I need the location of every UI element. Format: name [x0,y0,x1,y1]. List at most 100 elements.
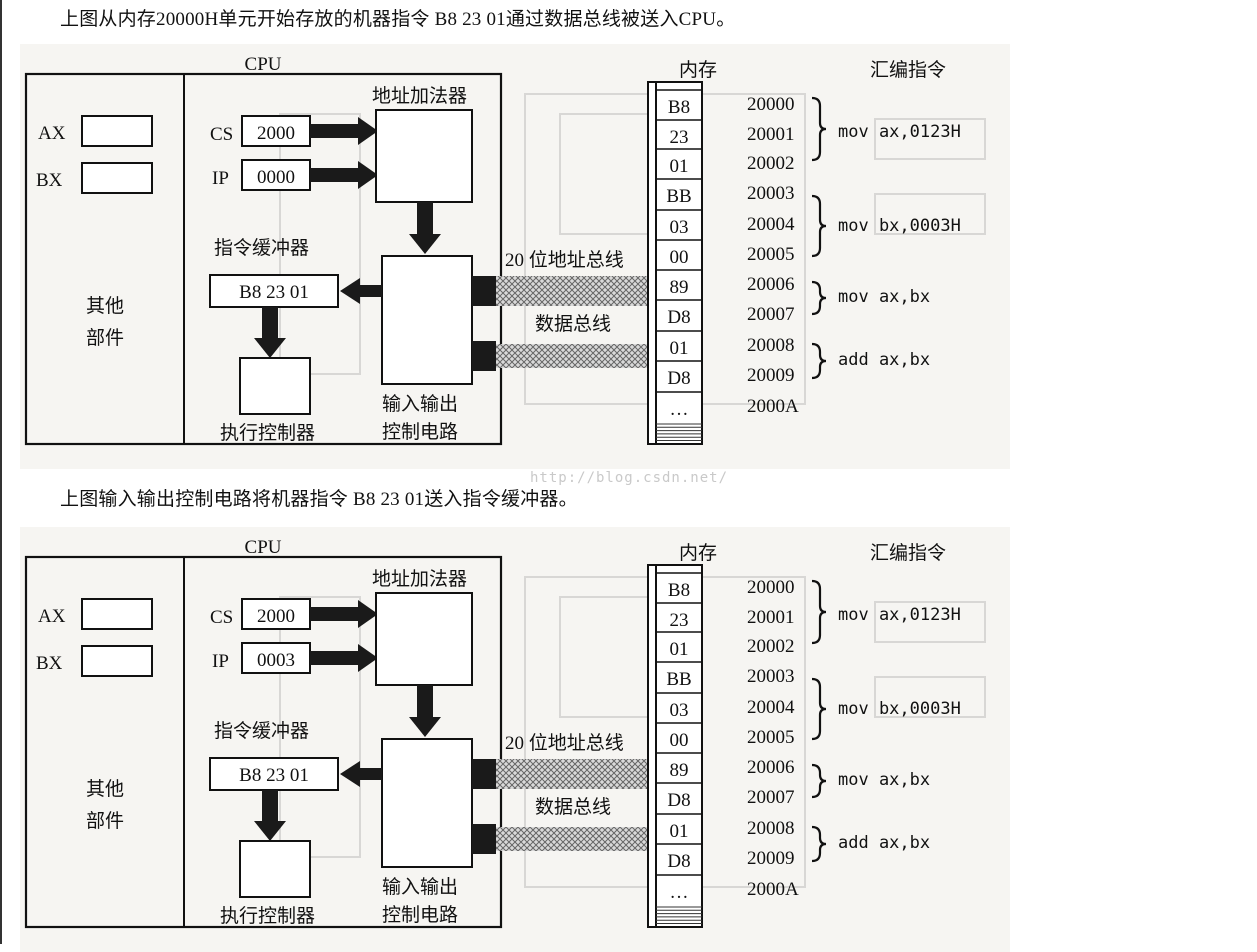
bx-register-box [81,162,153,194]
brace-instruction-4 [811,342,827,380]
address-adder-label: 地址加法器 [372,568,467,590]
memory-cell-value: 03 [670,700,689,721]
address-bus-connector [472,276,496,306]
memory-cell-value: BB [666,186,691,207]
cpu-frame [24,555,503,929]
buffer-down-arrow [254,790,286,841]
memory-column [655,81,703,445]
memory-address: 20006 [747,274,795,295]
asm-label: 汇编指令 [870,59,946,81]
io-to-buffer-arrow [340,761,382,787]
memory-cell-value: B8 [668,580,690,601]
ip-register-box [241,159,311,191]
ax-register-box [81,598,153,630]
cpu-label: CPU [245,537,282,558]
memory-cell-value: BB [666,669,691,690]
asm-instruction-3: mov ax,bx [838,770,930,790]
data-bus [496,827,648,851]
memory-address: 20008 [747,818,795,839]
cs-value: 2000 [257,606,295,627]
cs-arrow [310,117,378,145]
adder-down-arrow [409,202,441,254]
cpu-label: CPU [245,54,282,75]
memory-label: 内存 [679,59,717,81]
memory-address: 20000 [747,577,795,598]
bx-label: BX [36,653,63,674]
address-adder-label: 地址加法器 [372,85,467,107]
memory-address: 20000 [747,94,795,115]
instruction-buffer-value: B8 23 01 [239,765,309,786]
memory-address: 20007 [747,304,795,325]
memory-cell-value: 89 [670,277,689,298]
memory-cell-value: D8 [667,368,690,389]
asm-instruction-2: mov bx,0003H [838,216,961,236]
address-bus [496,759,648,789]
memory-cell-value: 89 [670,760,689,781]
memory-cell-value: D8 [667,307,690,328]
memory-address: 20009 [747,848,795,869]
ax-register-box [81,115,153,147]
instruction-buffer-label: 指令缓冲器 [214,720,309,742]
ip-value: 0003 [257,650,295,671]
asm-instruction-4: add ax,bx [838,833,930,853]
memory-cell-value: B8 [668,97,690,118]
address-bus-label: 20 位地址总线 [505,249,624,271]
ip-value: 0000 [257,167,295,188]
memory-cell-value: 00 [670,730,689,751]
memory-cell-value: 23 [670,127,689,148]
ax-label: AX [38,123,66,144]
asm-instruction-4: add ax,bx [838,350,930,370]
instruction-buffer-label: 指令缓冲器 [214,237,309,259]
cs-value: 2000 [257,123,295,144]
memory-cell-value: 01 [670,338,689,359]
ip-label: IP [212,651,229,672]
cs-label: CS [210,607,233,628]
brace-instruction-2 [811,677,827,741]
buffer-down-arrow [254,307,286,358]
memory-left-strip [647,81,657,445]
memory-address: 20003 [747,183,795,204]
other-parts-label-1: 其他 [86,778,124,800]
io-control-box [381,255,473,385]
memory-address: 20004 [747,214,795,235]
cs-arrow [310,600,378,628]
watermark-text: http://blog.csdn.net/ [530,470,729,486]
other-parts-label-2: 部件 [86,327,124,349]
address-adder-box [375,592,473,686]
brace-instruction-4 [811,825,827,863]
bx-label: BX [36,170,63,191]
io-to-buffer-arrow [340,278,382,304]
instruction-buffer-box [209,757,339,791]
memory-address: 2000A [747,879,799,900]
io-control-label-1: 输入输出 [382,876,458,898]
data-bus-connector [472,824,496,854]
asm-label: 汇编指令 [870,542,946,564]
memory-address: 20005 [747,244,795,265]
exec-control-box [239,357,311,415]
io-control-label-2: 控制电路 [382,904,458,926]
cs-label: CS [210,124,233,145]
memory-column [655,564,703,928]
ip-arrow [310,644,378,672]
asm-instruction-1: mov ax,0123H [838,122,961,142]
memory-address: 20005 [747,727,795,748]
memory-address: 20003 [747,666,795,687]
caption-top: 上图从内存20000H单元开始存放的机器指令 B8 23 01通过数据总线被送入… [60,9,736,30]
memory-cell-value: D8 [667,851,690,872]
instruction-buffer-value: B8 23 01 [239,282,309,303]
other-parts-label-2: 部件 [86,810,124,832]
exec-control-label: 执行控制器 [220,422,315,444]
data-bus-connector [472,341,496,371]
memory-address: 20006 [747,757,795,778]
instruction-buffer-box [209,274,339,308]
asm-instruction-2: mov bx,0003H [838,699,961,719]
brace-instruction-3 [811,763,827,799]
memory-cell-value: 01 [670,156,689,177]
address-bus-label: 20 位地址总线 [505,732,624,754]
brace-instruction-2 [811,194,827,258]
memory-cell-value: 00 [670,247,689,268]
asm-instruction-3: mov ax,bx [838,287,930,307]
